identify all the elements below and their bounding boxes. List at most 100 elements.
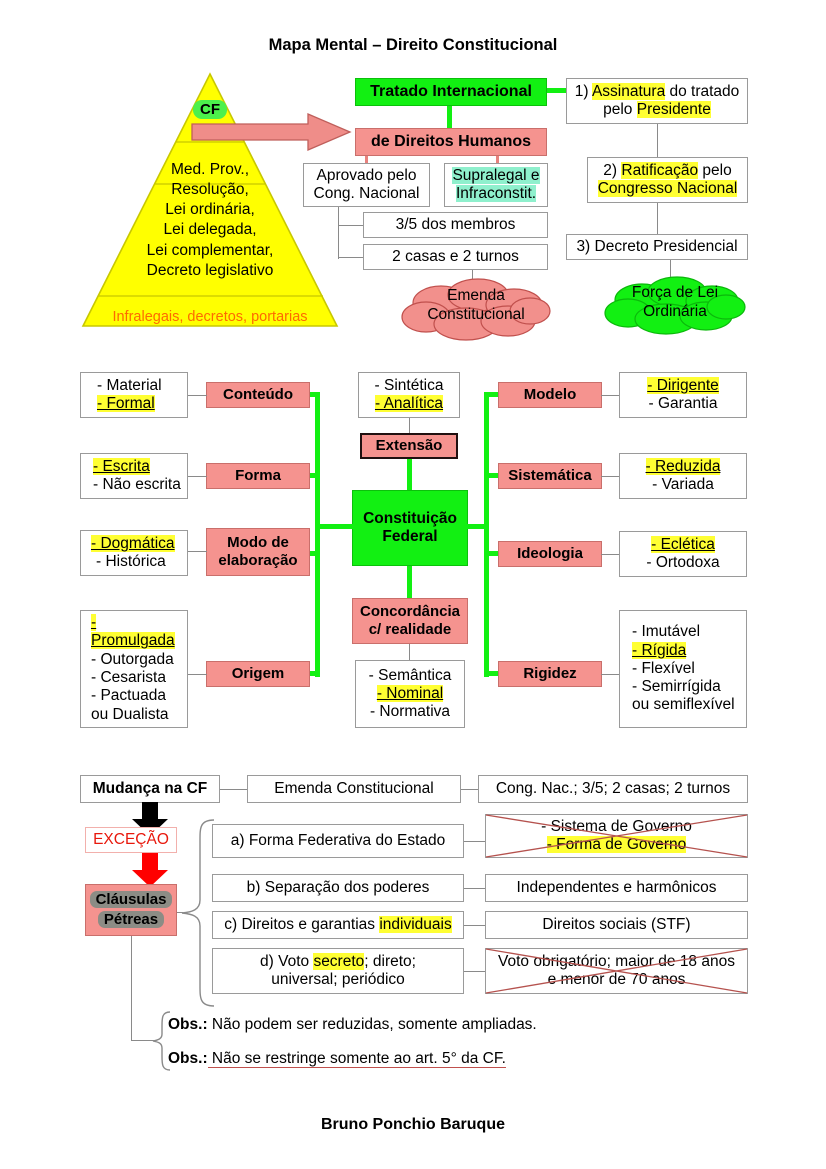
modo-options-box[interactable]: - Dogmática - Histórica (80, 530, 188, 576)
membros-box[interactable]: 3/5 dos membros (363, 212, 548, 238)
emenda-detail-connector (461, 789, 479, 790)
obs-text: Não podem ser reduzidas, somente ampliad… (207, 1016, 537, 1033)
item-c-text: c) Direitos e garantias individuais (224, 915, 452, 933)
obs-2: Obs.: Não se restringe somente ao art. 5… (168, 1050, 506, 1068)
right-bus-to-center (466, 524, 488, 529)
item-d-line1: d) Voto secreto; direto; (260, 952, 416, 970)
option-line: - Semirrígida (632, 678, 721, 696)
option-line: - Dogmática (91, 534, 175, 552)
modelo-options-box[interactable]: - Dirigente - Garantia (619, 372, 747, 418)
conteudo-node[interactable]: Conteúdo (206, 382, 310, 408)
option-line: - Dirigente (647, 376, 719, 394)
cloud-line: Força de Lei (631, 284, 719, 301)
emenda-detail-box[interactable]: Cong. Nac.; 3/5; 2 casas; 2 turnos (478, 775, 748, 803)
concordancia-options-box[interactable]: - Semântica - Nominal - Normativa (355, 660, 465, 728)
left-bus-branch-modo (307, 551, 319, 556)
extensao-options-connector (409, 417, 410, 433)
item-c-detail-box[interactable]: Direitos sociais (STF) (485, 911, 748, 939)
step2-line1: 2) Ratificação pelo (603, 161, 732, 179)
option-line: - Normativa (369, 703, 451, 721)
step2-box[interactable]: 2) Ratificação pelo Congresso Nacional (587, 157, 748, 203)
modelo-options-connector (601, 395, 620, 396)
item-d-detail-connector (464, 971, 486, 972)
detail-line: - Forma de Governo (546, 836, 687, 853)
item-d-detail-box[interactable]: Voto obrigatório; maior de 18 anos e men… (485, 948, 748, 994)
option-line: - Outorgada (91, 650, 174, 668)
option-line: ou semiflexível (632, 696, 735, 714)
item-d-line2: universal; periódico (271, 971, 405, 988)
item-a-box[interactable]: a) Forma Federativa do Estado (212, 824, 464, 858)
step1-line1: 1) Assinatura do tratado (574, 82, 740, 100)
pyramid-apex-label: CF (80, 100, 340, 120)
concordancia-line: Concordância (359, 603, 461, 621)
left-bus-to-center (315, 524, 355, 529)
option-line: - Rígida (632, 641, 687, 659)
right-bus-branch-sistematica (486, 473, 500, 478)
excecao-box[interactable]: EXCEÇÃO (85, 827, 177, 853)
clausulas-petreas-box[interactable]: Cláusulas Pétreas (85, 884, 177, 936)
aprovado-congresso-box[interactable]: Aprovado pelo Cong. Nacional (303, 163, 430, 207)
sistematica-node[interactable]: Sistemática (498, 463, 602, 489)
item-b-box[interactable]: b) Separação dos poderes (212, 874, 464, 902)
forma-node[interactable]: Forma (206, 463, 310, 489)
item-b-detail-box[interactable]: Independentes e harmônicos (485, 874, 748, 902)
extensao-node[interactable]: Extensão (360, 433, 458, 459)
right-bus-branch-modelo (486, 392, 500, 397)
cf-concordancia-connector (407, 566, 412, 599)
emenda-constitucional-cloud[interactable] (396, 277, 556, 343)
pyramid-to-treaty-arrow (191, 113, 352, 151)
step1-box[interactable]: 1) Assinatura do tratado pelo Presidente (566, 78, 748, 124)
casas-turnos-box[interactable]: 2 casas e 2 turnos (363, 244, 548, 270)
pyramid-line: Decreto legislativo (146, 261, 274, 279)
step2-step3-connector (657, 203, 658, 235)
modo-options-connector (188, 551, 207, 552)
tratado-internacional-box[interactable]: Tratado Internacional (355, 78, 547, 106)
extensao-options-box[interactable]: - Sintética - Analítica (358, 372, 460, 418)
approved-branch-vert (338, 207, 339, 259)
item-d-box[interactable]: d) Voto secreto; direto; universal; peri… (212, 948, 464, 994)
ideologia-options-box[interactable]: - Eclética - Ortodoxa (619, 531, 747, 577)
step3-cloud-connector (670, 260, 671, 284)
item-c-detail-connector (464, 925, 486, 926)
treaty-vertical-connector (447, 106, 452, 128)
option-line: - Analítica (374, 395, 444, 412)
pyramid-line: Med. Prov., (170, 161, 250, 178)
rigidez-node[interactable]: Rigidez (498, 661, 602, 687)
constituicao-federal-node[interactable]: Constituição Federal (352, 490, 468, 566)
item-a-detail-box[interactable]: - Sistema de Governo - Forma de Governo (485, 814, 748, 858)
modelo-node[interactable]: Modelo (498, 382, 602, 408)
item-c-box[interactable]: c) Direitos e garantias individuais (212, 911, 464, 939)
ideologia-node[interactable]: Ideologia (498, 541, 602, 567)
option-line: - Cesarista (91, 669, 166, 686)
item-b-detail-connector (464, 888, 486, 889)
detail-line: e menor de 70 anos (547, 971, 686, 988)
step1-step2-connector (657, 124, 658, 158)
step3-box[interactable]: 3) Decreto Presidencial (566, 234, 748, 260)
author-footer: Bruno Ponchio Baruque (321, 1116, 505, 1133)
emenda-cloud-text: Emenda Constitucional (396, 287, 556, 324)
rigidez-options-box[interactable]: - Imutável - Rígida - Flexível - Semirrí… (619, 610, 747, 728)
option-line: - Pactuada (91, 687, 166, 705)
origem-options-box[interactable]: - Promulgada - Outorgada - Cesarista - P… (80, 610, 188, 728)
emenda-constitucional-box[interactable]: Emenda Constitucional (247, 775, 461, 803)
clausulas-to-brace (177, 912, 183, 913)
forca-lei-cloud[interactable] (600, 275, 750, 337)
concordancia-options-connector (409, 644, 410, 661)
mudanca-na-cf-box[interactable]: Mudança na CF (80, 775, 220, 803)
option-line: - Variada (652, 476, 714, 493)
option-line: - Semântica (368, 666, 452, 684)
direitos-humanos-box[interactable]: de Direitos Humanos (355, 128, 547, 156)
origem-node[interactable]: Origem (206, 661, 310, 687)
sistematica-options-box[interactable]: - Reduzida - Variada (619, 453, 747, 499)
conteudo-options-box[interactable]: - Material - Formal (80, 372, 188, 418)
tratado-to-step1-connector (547, 88, 569, 93)
clausulas-line: Pétreas (97, 911, 165, 929)
modo-elaboracao-node[interactable]: Modo de elaboração (206, 528, 310, 576)
concordancia-node[interactable]: Concordância c/ realidade (352, 598, 468, 644)
detail-line: Voto obrigatório; maior de 18 anos (498, 952, 735, 970)
aprovado-line: Aprovado pelo (316, 166, 417, 184)
pyramid-line: Lei ordinária, (165, 201, 255, 219)
supralegal-box[interactable]: Supralegal e Infraconstit. (444, 163, 548, 207)
rigidez-options-connector (601, 674, 620, 675)
forma-options-box[interactable]: - Escrita - Não escrita (80, 453, 188, 499)
